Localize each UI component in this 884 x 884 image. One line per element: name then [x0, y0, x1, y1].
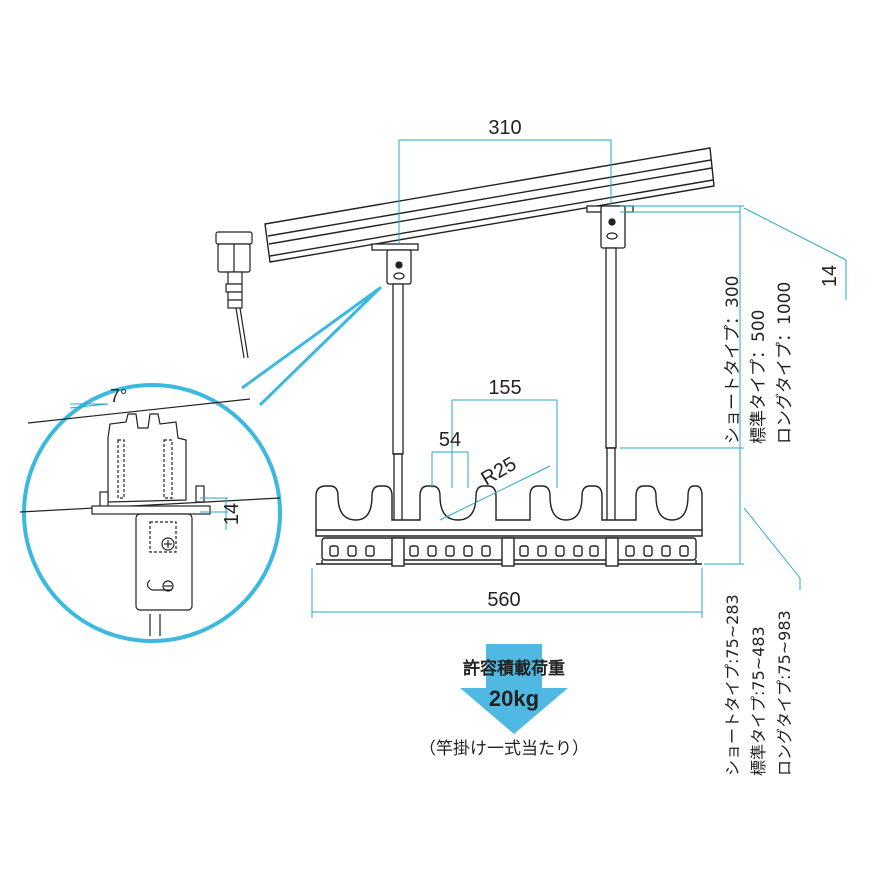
adjust-range-standard: 標準タイプ:75~483	[749, 626, 768, 776]
hook-tray	[315, 485, 703, 567]
ceiling-rail	[264, 147, 715, 263]
adjust-range-long: ロングタイプ:75~983	[775, 610, 794, 776]
clamp-fitting-icon	[215, 231, 253, 359]
left-pole	[392, 283, 404, 523]
load-value: 20kg	[489, 686, 539, 711]
dim-hook-pitch: 54	[439, 429, 461, 451]
pipe-length-standard: 標準タイプ：500	[749, 310, 769, 444]
dim-rail-offset: 14	[819, 265, 841, 287]
dim-tray-width: 560	[487, 589, 520, 611]
load-note: （竿掛け一式当たり）	[419, 739, 589, 759]
pipe-length-long: ロングタイプ：1000	[775, 282, 795, 444]
dim-hook-radius: R25	[478, 453, 521, 490]
load-arrow-icon	[460, 644, 568, 734]
dim-tilt-angle: 7°	[110, 386, 127, 406]
detail-drawing	[19, 398, 281, 636]
pipe-length-short: ショートタイプ：300	[723, 276, 743, 444]
dimension-lines	[69, 139, 847, 618]
adjust-range-short: ショートタイプ:75~283	[723, 594, 742, 776]
detail-callout	[22, 286, 382, 643]
dim-inner-span: 155	[488, 377, 521, 399]
left-bracket	[371, 243, 419, 285]
right-pole	[605, 247, 617, 523]
dim-top-span: 310	[488, 117, 521, 139]
dim-detail-offset: 14	[221, 503, 243, 525]
load-label: 許容積載荷重	[463, 658, 565, 679]
